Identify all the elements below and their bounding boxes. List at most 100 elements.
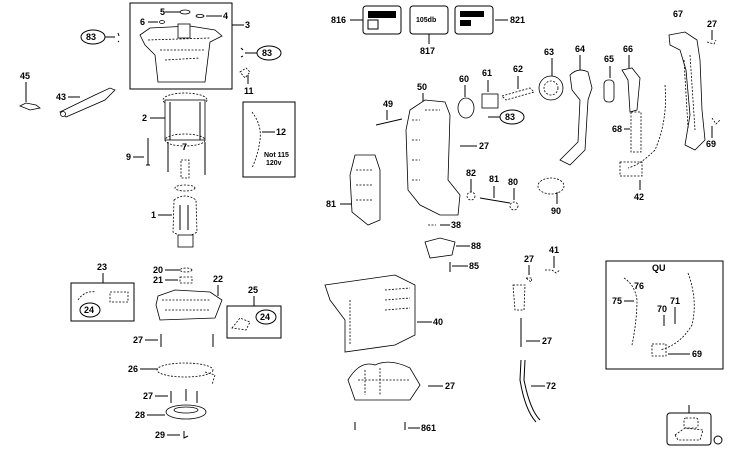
part-6 (159, 20, 165, 24)
callout-3: 3 (245, 20, 250, 30)
part-43-group: 43 (56, 87, 116, 118)
callout-27-a: 27 (133, 335, 143, 345)
part-45-group: 45 (19, 71, 41, 111)
part-49 (375, 118, 403, 126)
callout-27-f: 85 (469, 261, 479, 271)
part-81-a (466, 191, 476, 201)
part-69-switch (619, 161, 643, 177)
callout-6: 6 (140, 17, 145, 27)
part-3-housing (139, 25, 223, 83)
part-88-boot (512, 284, 526, 311)
gear-housing (155, 289, 223, 321)
callout-60: 60 (459, 74, 469, 84)
callout-2: 2 (142, 113, 147, 123)
part-bearing (174, 184, 196, 192)
callout-83-bubble (499, 109, 525, 125)
copyright-icon (713, 435, 723, 445)
part-40-group: 27 861 (347, 361, 455, 433)
part-65-group: 66 (621, 44, 641, 113)
part-42-detail (356, 169, 372, 201)
callout-27-c: 27 (707, 19, 717, 29)
part-50-group: 50 (405, 82, 461, 216)
callout-61: 61 (482, 68, 492, 78)
part-72-a (523, 359, 541, 421)
callout-83-right: 83 (262, 48, 272, 58)
callout-24-bubble (79, 302, 101, 318)
part-861-handle (683, 417, 699, 429)
part-75-wire (623, 277, 638, 346)
part-27-c (706, 39, 717, 45)
callout-821: 821 (510, 15, 525, 25)
callout-81-b: 80 (508, 177, 518, 187)
callout-82: 81 (489, 174, 499, 184)
callout-45: 45 (20, 71, 30, 81)
part-63-inner (543, 80, 559, 96)
decal-817-group: 105db 817 (409, 5, 449, 56)
part-28-inner (173, 406, 199, 414)
part-12-box (242, 101, 296, 178)
callout-66: 65 (604, 54, 614, 64)
gear-housing-detail (162, 299, 210, 311)
part-90-group: 38 (428, 220, 461, 230)
qu-callout-76: 76 (634, 281, 644, 291)
callout-83-center-group: 83 (488, 109, 525, 125)
part-69-group: 42 (619, 84, 666, 202)
callout-1: 1 (151, 210, 156, 220)
callout-24-bubble (255, 309, 277, 325)
part-60-group: 60 (457, 74, 475, 119)
callout-27-e: 69 (706, 139, 716, 149)
callout-7: 7 (182, 142, 187, 152)
part-21 (179, 276, 193, 284)
part-27-screws-b: 27 (143, 389, 198, 403)
part-80-group: 90 (537, 177, 565, 216)
part-41-group: 40 (324, 274, 443, 353)
callout-5: 5 (160, 7, 165, 17)
qu-box (605, 260, 724, 370)
part-69-cord (627, 84, 666, 169)
part-23-spring (77, 291, 97, 301)
part-83-right (240, 47, 244, 58)
note-line-1: Not 115 (264, 152, 289, 159)
part-2-leads (167, 142, 206, 175)
screws-27-a (160, 334, 214, 347)
part-63 (538, 75, 564, 101)
part-80 (537, 177, 565, 195)
part-83-left (117, 32, 120, 43)
callout-21: 21 (153, 275, 163, 285)
callout-83-center: 83 (505, 112, 515, 122)
part-67-group: 67 27 69 (668, 9, 721, 151)
callout-24-right: 24 (260, 312, 270, 322)
part-23-switch (109, 291, 129, 303)
qu-callout-69: 69 (692, 349, 702, 359)
part-61 (481, 93, 499, 109)
callout-4: 4 (223, 11, 228, 21)
part-small-brush-group (174, 159, 196, 192)
part-50-ribs (412, 109, 440, 181)
callout-28: 28 (135, 410, 145, 420)
part-9-group: 9 (126, 138, 150, 166)
part-5 (179, 9, 191, 15)
decal-816-icon (367, 19, 379, 30)
part-65 (621, 67, 641, 113)
callout-27-g: 41 (549, 245, 559, 255)
decal-816-group: 816 (331, 5, 402, 35)
part-2-lines (169, 102, 201, 140)
callout-90: 38 (451, 220, 461, 230)
qu-callout-71: 71 (670, 296, 680, 306)
callout-27-d: 27 (479, 141, 489, 151)
part-38 (424, 237, 456, 259)
callout-23: 23 (97, 262, 107, 272)
note-line-2: 120v (266, 160, 282, 167)
part-63-group: 63 (538, 47, 564, 101)
callout-29: 29 (155, 430, 165, 440)
part-861-case (674, 427, 704, 441)
callout-50: 50 (417, 82, 427, 92)
part-3-cap (177, 23, 191, 39)
part-43 (59, 87, 116, 118)
callout-38: 88 (471, 241, 481, 251)
qu-callout-75: 75 (612, 296, 622, 306)
screws-27-h (354, 422, 406, 430)
part-4 (195, 14, 205, 18)
part-26 (156, 362, 214, 378)
